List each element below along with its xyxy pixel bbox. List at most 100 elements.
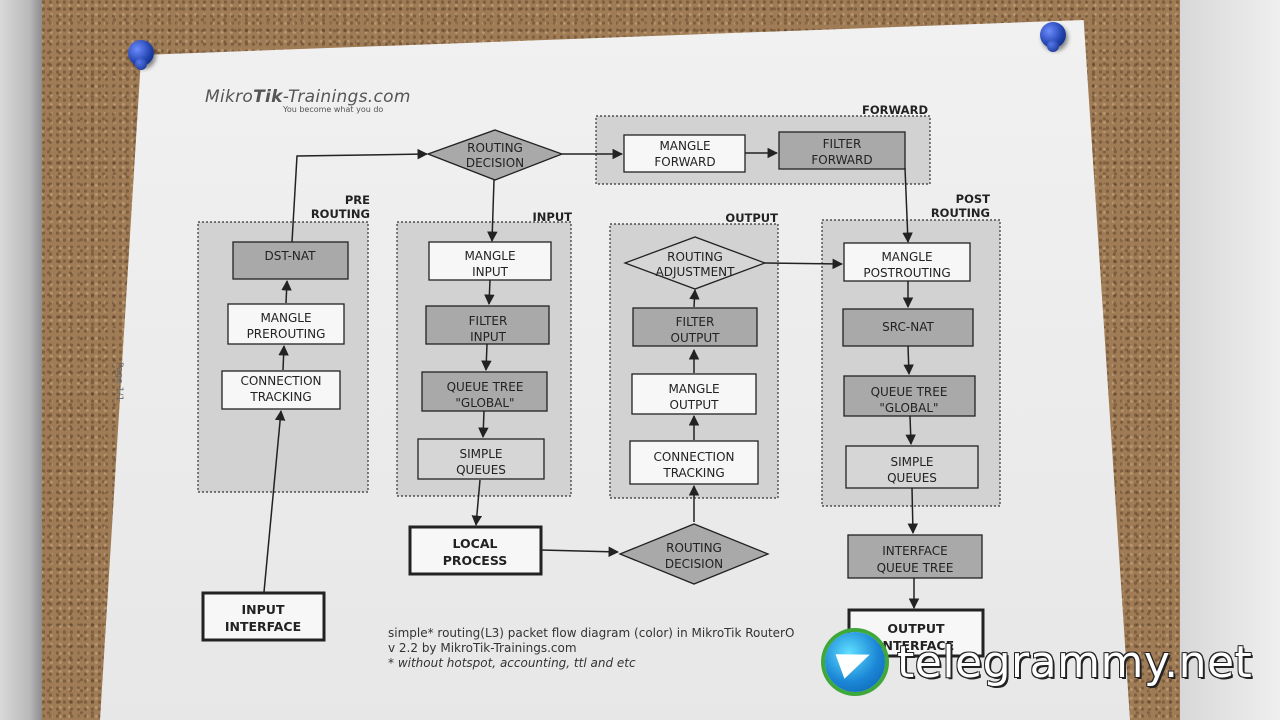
src-nat-box — [842, 308, 974, 347]
queue-tree-input-box — [421, 371, 548, 412]
logo-tagline: You become what you do — [283, 105, 384, 114]
connection-tracking-pre-line2: TRACKING — [249, 390, 311, 404]
filter-forward-line2: FORWARD — [811, 153, 872, 167]
arrow-adjustment-to-mangle-postrouting — [764, 258, 844, 270]
group-label-input: INPUT — [532, 210, 572, 224]
mangle-postrouting-box — [843, 242, 971, 282]
mikrotik-logo: MikroTik-Trainings.com You become what y… — [205, 87, 411, 114]
connection-tracking-out-line1: CONNECTION — [653, 450, 734, 464]
simple-queues-post-line1: SIMPLE — [890, 455, 933, 469]
src-nat-label: SRC-NAT — [882, 320, 934, 334]
mangle-prerouting-line2: PREROUTING — [247, 327, 326, 341]
pushpin-icon — [128, 40, 154, 70]
routing-adjustment-line1: ROUTING — [667, 250, 723, 264]
mangle-input-box — [428, 241, 552, 281]
input-interface-line1: INPUT — [242, 602, 285, 617]
mangle-forward-line2: FORWARD — [654, 155, 715, 169]
local-process-line1: LOCAL — [453, 536, 498, 551]
group-label-output: OUTPUT — [725, 211, 778, 225]
queue-tree-input-line2: "GLOBAL" — [455, 396, 514, 410]
group-label-prerouting-1: PRE — [345, 193, 370, 207]
queue-tree-input-line1: QUEUE TREE — [447, 380, 524, 394]
connection-tracking-out-line2: TRACKING — [662, 466, 724, 480]
arrow-queue-to-simple — [478, 410, 489, 439]
telegram-paper-plane-icon — [825, 632, 885, 692]
simple-queues-input-line2: QUEUES — [456, 463, 506, 477]
logo-bold: Tik — [253, 87, 283, 107]
connection-tracking-out-box — [629, 440, 759, 485]
footer-version: v 2.2 by MikroTik-Trainings.com — [388, 641, 577, 655]
arrow-srcnat-to-queue — [903, 345, 914, 376]
arrow-mangle-prerouting-to-dstnat — [281, 279, 292, 304]
mangle-prerouting-box — [227, 303, 345, 345]
connection-tracking-pre-box — [221, 370, 341, 410]
footer-title: simple* routing(L3) packet flow diagram … — [388, 626, 795, 640]
filter-output-box — [632, 307, 758, 347]
routing-adjustment — [623, 236, 767, 290]
arrow-queue-to-simple-post — [905, 415, 916, 446]
arrow-simple-post-to-interface-queue — [907, 487, 919, 535]
arrow-local-to-routing — [540, 546, 620, 558]
interface-queue-tree-box — [847, 534, 983, 579]
logo-suffix: -Trainings.com — [282, 87, 411, 107]
simple-queues-post-box — [845, 445, 979, 489]
arrow-filter-forward-to-mangle-postrouting — [902, 167, 913, 244]
routing-decision-bottom — [618, 523, 770, 585]
routing-decision-top-line2: DECISION — [466, 156, 524, 170]
mangle-forward-box — [623, 134, 746, 173]
interface-queue-tree-line1: INTERFACE — [882, 544, 948, 558]
queue-tree-post-line1: QUEUE TREE — [871, 385, 948, 399]
local-process-box — [408, 525, 543, 576]
dst-nat-box — [232, 241, 349, 280]
mangle-prerouting-line1: MANGLE — [260, 311, 311, 325]
routing-decision-bottom-line2: DECISION — [665, 557, 723, 571]
filter-forward-line1: FILTER — [823, 137, 862, 151]
left-wall-strip — [0, 0, 42, 720]
queue-tree-post-line2: "GLOBAL" — [879, 401, 938, 415]
group-label-postrouting-2: ROUTING — [931, 206, 990, 220]
input-interface-box — [201, 591, 326, 642]
interface-queue-tree-line2: QUEUE TREE — [877, 561, 954, 575]
mangle-postrouting-line2: POSTROUTING — [863, 266, 950, 280]
arrow-dstnat-to-routing — [291, 148, 429, 243]
filter-output-line1: FILTER — [676, 315, 715, 329]
mangle-output-line2: OUTPUT — [670, 398, 720, 412]
simple-queues-input-line1: SIMPLE — [459, 447, 502, 461]
routing-decision-top — [426, 129, 564, 181]
mangle-output-line1: MANGLE — [668, 382, 719, 396]
filter-input-line2: INPUT — [470, 330, 507, 344]
arrow-simple-to-local — [471, 479, 483, 527]
simple-queues-post-line2: QUEUES — [887, 471, 937, 485]
filter-input-line1: FILTER — [469, 314, 508, 328]
watermark-text: telegrammy.net — [897, 636, 1253, 688]
arrow-filter-input-to-queue — [481, 343, 492, 372]
output-interface-line2: INTERFACE — [878, 638, 954, 653]
arrow-filter-output-to-adjustment — [689, 288, 700, 308]
footer-note: * without hotspot, accounting, ttl and e… — [388, 656, 636, 670]
routing-adjustment-line2: ADJUSTMENT — [656, 265, 736, 279]
routing-decision-bottom-line1: ROUTING — [666, 541, 722, 555]
group-label-prerouting-2: ROUTING — [311, 207, 370, 221]
logo-prefix: Mikro — [205, 87, 254, 107]
group-label-postrouting-1: POST — [956, 192, 990, 206]
filter-output-line2: OUTPUT — [671, 331, 721, 345]
arrow-conntrack-to-mangle-prerouting — [278, 344, 289, 371]
input-interface-line2: INTERFACE — [225, 619, 301, 634]
right-wall-strip — [1180, 0, 1280, 720]
dst-nat-label: DST-NAT — [265, 249, 317, 263]
queue-tree-post-box — [843, 375, 976, 417]
mangle-input-line2: INPUT — [472, 265, 509, 279]
filter-forward-box — [778, 131, 906, 170]
output-interface-line1: OUTPUT — [887, 621, 945, 636]
watermark: telegrammy.net — [825, 630, 1280, 694]
arrow-routing-to-mangle-input — [487, 179, 498, 243]
local-process-line2: PROCESS — [443, 553, 508, 568]
routing-decision-top-line1: ROUTING — [467, 141, 523, 155]
group-label-forward: FORWARD — [862, 103, 928, 117]
diagram-footer: simple* routing(L3) packet flow diagram … — [388, 626, 794, 671]
pushpin-icon — [1040, 22, 1066, 52]
connection-tracking-pre-line1: CONNECTION — [240, 374, 321, 388]
simple-queues-input-box — [417, 438, 545, 480]
filter-input-box — [425, 305, 550, 345]
